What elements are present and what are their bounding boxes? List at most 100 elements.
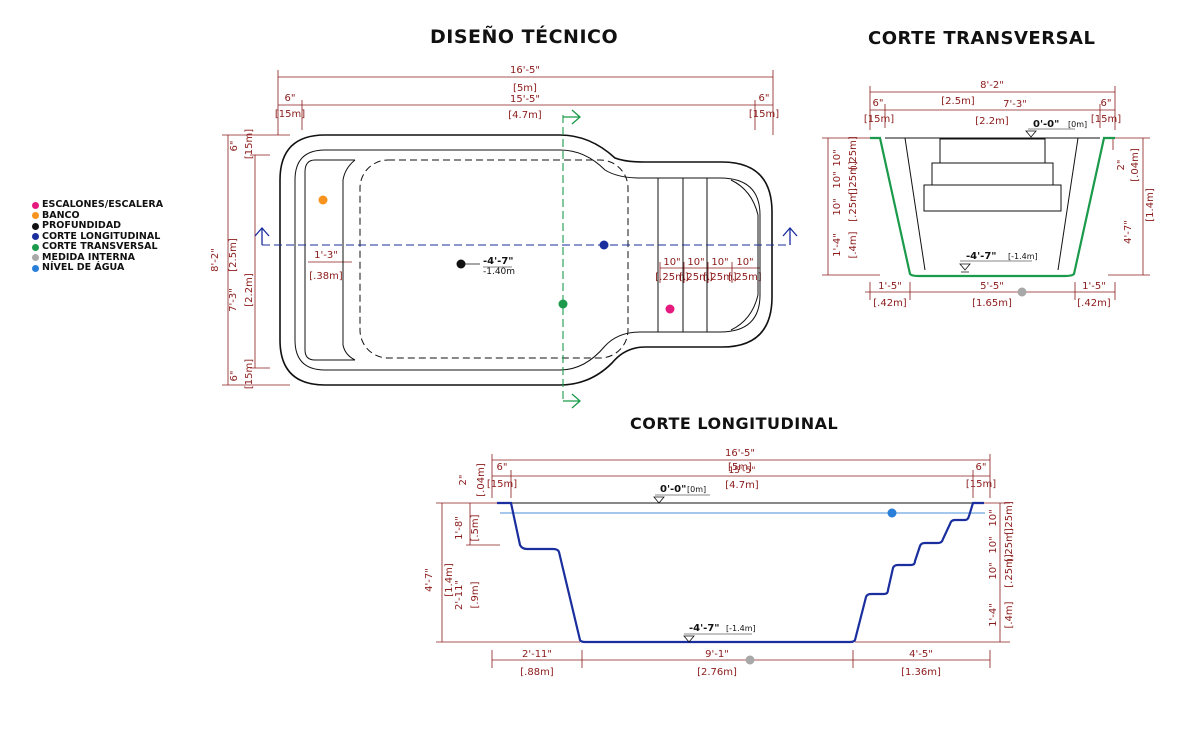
long-lip-m: [.04m] [476, 463, 487, 497]
plan-edge-right-m: [15m] [749, 109, 779, 120]
trans-bottom-mid-m: [1.65m] [972, 298, 1012, 309]
long-step-4-m: [.4m] [1004, 601, 1015, 628]
plan-depth-m: -1.40m [483, 267, 515, 277]
title-corte-longitudinal: CORTE LONGITUDINAL [630, 414, 839, 433]
plan-bench-ft: 1'-3" [314, 250, 338, 261]
long-water-level-marker [887, 508, 897, 518]
long-level-top: 0'-0" [660, 484, 686, 495]
legend-dot-icon [32, 201, 39, 209]
long-inner-ft: 15'-5" [728, 466, 755, 476]
trans-total-ft: 8'-2" [980, 80, 1004, 91]
long-step-1-m: [.25m] [1004, 501, 1015, 535]
legend-item-medida-interna: MEDIDA INTERNA [32, 251, 163, 264]
legend-item-profundidad: PROFUNDIDAD [32, 220, 163, 232]
legend-dot-icon [32, 222, 39, 230]
trans-depth-ft: 4'-7" [1123, 220, 1134, 244]
legend-item-corte-longitudinal: CORTE LONGITUDINAL [32, 231, 163, 243]
trans-shell-outline [870, 136, 1115, 278]
level-marker-icon [683, 635, 695, 643]
long-edge-right-in: 6" [976, 462, 987, 473]
long-bottom-mid-ft: 9'-1" [705, 649, 729, 660]
plan-total-width-ft: 8'-2" [210, 248, 221, 272]
plan-depth-marker [456, 259, 466, 269]
long-lower-depth-m: [.9m] [470, 581, 481, 608]
trans-depth-m: [1.4m] [1145, 188, 1156, 222]
legend-dot-icon [32, 212, 39, 220]
legend-dot-icon [32, 254, 39, 262]
plan-inner-length-ft: 15'-5" [510, 94, 540, 105]
plan-transversal-marker [558, 299, 568, 309]
trans-step-2-m: [.25m] [848, 161, 859, 195]
trans-edge-left-m: [15m] [864, 114, 894, 125]
long-edge-left-m: [15m] [487, 479, 517, 490]
longitudinal-section: 16'-5" [5m] 15'-5" [4.7m] 6" [15m] 6" [1… [424, 448, 1015, 678]
plan-step-3-ft: 10" [711, 257, 728, 268]
plan-step-1-m: [.25m] [655, 272, 689, 283]
trans-bottom-right-m: [.42m] [1077, 298, 1111, 309]
plan-total-width-m: [2.5m] [228, 238, 239, 272]
trans-edge-left-in: 6" [873, 98, 884, 109]
trans-step-1-ft: 10" [832, 149, 843, 166]
legend-item-corte-transversal: CORTE TRANSVERSAL [32, 241, 163, 253]
plan-edge-top-in: 6" [229, 141, 240, 152]
plan-edge-right-in: 6" [759, 93, 770, 104]
legend-item-banco: BANCO [32, 209, 163, 222]
trans-step-3-ft: 10" [832, 198, 843, 215]
long-bench-depth-ft: 1'-8" [454, 516, 465, 540]
long-edge-right-m: [15m] [966, 479, 996, 490]
plan-cut-arrow-bottom-icon [563, 393, 581, 409]
legend-label: MEDIDA INTERNA [42, 251, 135, 263]
long-inner-m: [4.7m] [725, 480, 759, 491]
long-lip-in: 2" [458, 475, 469, 486]
long-level-bottom-m: [-1.4m] [726, 624, 756, 633]
plan-step-2-ft: 10" [687, 257, 704, 268]
legend-label: BANCO [42, 209, 80, 221]
long-total-ft: 16'-5" [725, 448, 755, 459]
plan-bench-outline [304, 159, 355, 361]
long-depth-ft: 4'-7" [424, 568, 435, 592]
plan-inner-width-ft: 7'-3" [228, 288, 239, 312]
plan-edge-left-in: 6" [285, 93, 296, 104]
trans-lip-in: 2" [1116, 160, 1127, 171]
trans-step-4-m: [.4m] [848, 231, 859, 258]
plan-view: 16'-5" [5m] 15'-5" [4.7m] 6" [15m] 6" [1… [210, 65, 798, 409]
plan-bench-marker [318, 195, 328, 205]
legend-item-nivel-agua: NÍVEL DE ÁGUA [32, 262, 163, 274]
plan-cut-arrow-top-icon [563, 109, 581, 125]
trans-step-2-ft: 10" [832, 171, 843, 188]
plan-floor-outline [359, 159, 629, 359]
trans-step-3-m: [.25m] [848, 188, 859, 222]
legend: ESCALONES/ESCALERA BANCO PROFUNDIDAD COR… [32, 199, 164, 274]
long-bottom-right-ft: 4'-5" [909, 649, 933, 660]
trans-inner-ft: 7'-3" [1003, 99, 1027, 110]
trans-edge-right-m: [15m] [1091, 114, 1121, 125]
plan-bench-front [342, 159, 356, 361]
plan-edge-top-m: [15m] [244, 129, 255, 159]
plan-edge-bottom-in: 6" [229, 371, 240, 382]
legend-label: ESCALONES/ESCALERA [42, 199, 164, 210]
long-step-3-m: [.25m] [1004, 554, 1015, 588]
trans-bottom-left-ft: 1'-5" [878, 281, 902, 292]
trans-level-bottom-m: [-1.4m] [1008, 252, 1038, 261]
plan-edge-left-m: [15m] [275, 109, 305, 120]
level-marker-icon [959, 263, 971, 273]
plan-depth-ft: -4'-7" [483, 256, 514, 267]
long-level-bottom: -4'-7" [689, 623, 720, 634]
title-corte-transversal: CORTE TRANSVERSAL [868, 28, 1096, 49]
plan-step-1-ft: 10" [663, 257, 680, 268]
trans-step-1-m: [.25m] [848, 136, 859, 170]
plan-step-4-ft: 10" [736, 257, 753, 268]
trans-level-top: 0'-0" [1033, 119, 1059, 130]
long-step-3-ft: 10" [988, 562, 999, 579]
plan-inner-width-m: [2.2m] [244, 273, 255, 307]
long-step-2-m: [.25m] [1004, 528, 1015, 562]
legend-dot-icon [32, 233, 39, 241]
trans-level-top-m: [0m] [1068, 120, 1087, 129]
trans-edge-right-in: 6" [1101, 98, 1112, 109]
long-total-m: [5m] [728, 462, 752, 473]
trans-total-m: [2.5m] [941, 96, 975, 107]
trans-inner-m: [2.2m] [975, 116, 1009, 127]
level-marker-icon [653, 496, 665, 504]
long-level-top-m: [0m] [687, 485, 706, 494]
